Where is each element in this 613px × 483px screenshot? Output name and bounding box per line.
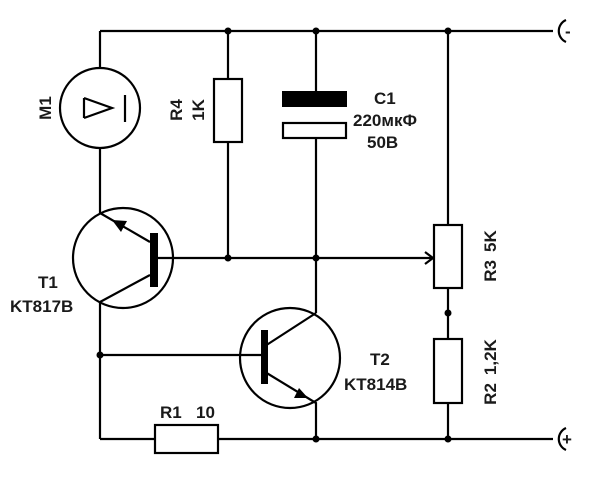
t2-type: KT814B (344, 375, 407, 394)
resistor-r2: R21,2K (432, 337, 500, 439)
r2-label: R21,2K (481, 338, 500, 404)
potentiometer-r3: R35K (432, 31, 500, 339)
resistor-r1: R1 10 (153, 403, 220, 455)
r1-value: 10 (196, 403, 215, 422)
t1-type: KT817B (10, 297, 73, 316)
c1-value: 220мкФ (353, 111, 417, 130)
r4-value: 1K (189, 98, 208, 120)
r3-label: R35K (481, 230, 500, 282)
transistor-t1: T1 KT817B (10, 206, 175, 316)
negative-terminal: - (557, 18, 571, 44)
positive-terminal: + (557, 426, 572, 452)
t2-ref: T2 (370, 350, 390, 369)
capacitor-c1: C1 220мкФ 50В (281, 31, 417, 313)
positive-terminal-label: + (562, 430, 572, 449)
r1-ref: R1 (160, 403, 182, 422)
junction-dots (96, 27, 452, 443)
motor-m1: M1 (36, 31, 142, 213)
c1-voltage: 50В (367, 133, 398, 152)
negative-terminal-label: - (565, 22, 571, 41)
t1-ref: T1 (38, 273, 58, 292)
r4-ref: R4 (167, 99, 186, 121)
resistor-r4: R4 1K (167, 31, 244, 258)
c1-ref: C1 (374, 89, 396, 108)
motor-label: M1 (36, 96, 55, 120)
transistor-t2: T2 KT814B (238, 306, 407, 439)
t1-collector-wire (98, 302, 261, 439)
wiper-wire (155, 251, 435, 265)
